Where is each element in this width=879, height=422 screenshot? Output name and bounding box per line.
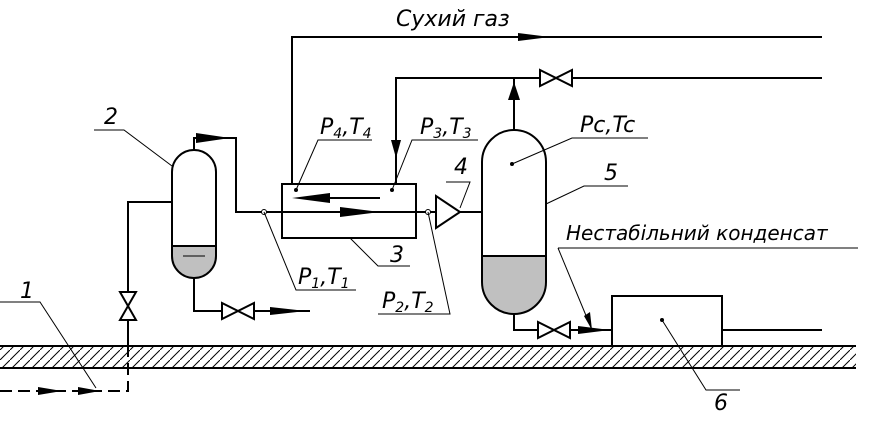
dry-gas-label: Сухий газ [396,7,510,32]
number-5: 5 [604,161,618,186]
number-3: 3 [390,243,404,268]
sep2-liquid-outlet [193,278,310,321]
p4-t4-label: P4,T4 [320,115,372,142]
number-1: 1 [20,279,34,304]
measurement-points [261,162,514,215]
p2-t2-label: P2,T2 [382,289,434,316]
tank-6 [611,295,822,347]
pc-tc-label: Pc,Tc [580,113,635,138]
number-4: 4 [454,155,468,180]
unstable-condensate-label: Нестабільний конденсат [566,221,829,245]
inlet-valve [118,291,138,321]
dry-gas-line [291,33,822,184]
separator-2 [171,149,217,279]
inlet-pipe [0,346,129,395]
sep2-gas-outlet [193,133,282,213]
number-6: 6 [714,391,728,416]
sep5-gas-outlet [391,68,822,184]
separator-5 [481,129,547,315]
p3-t3-label: P3,T3 [420,115,472,142]
inlet-riser [127,201,172,346]
sep5-liquid-outlet [513,314,612,340]
number-2: 2 [104,105,118,130]
heat-exchanger-3 [281,183,417,239]
p1-t1-label: P1,T1 [298,265,350,292]
leader-lines [0,129,858,391]
